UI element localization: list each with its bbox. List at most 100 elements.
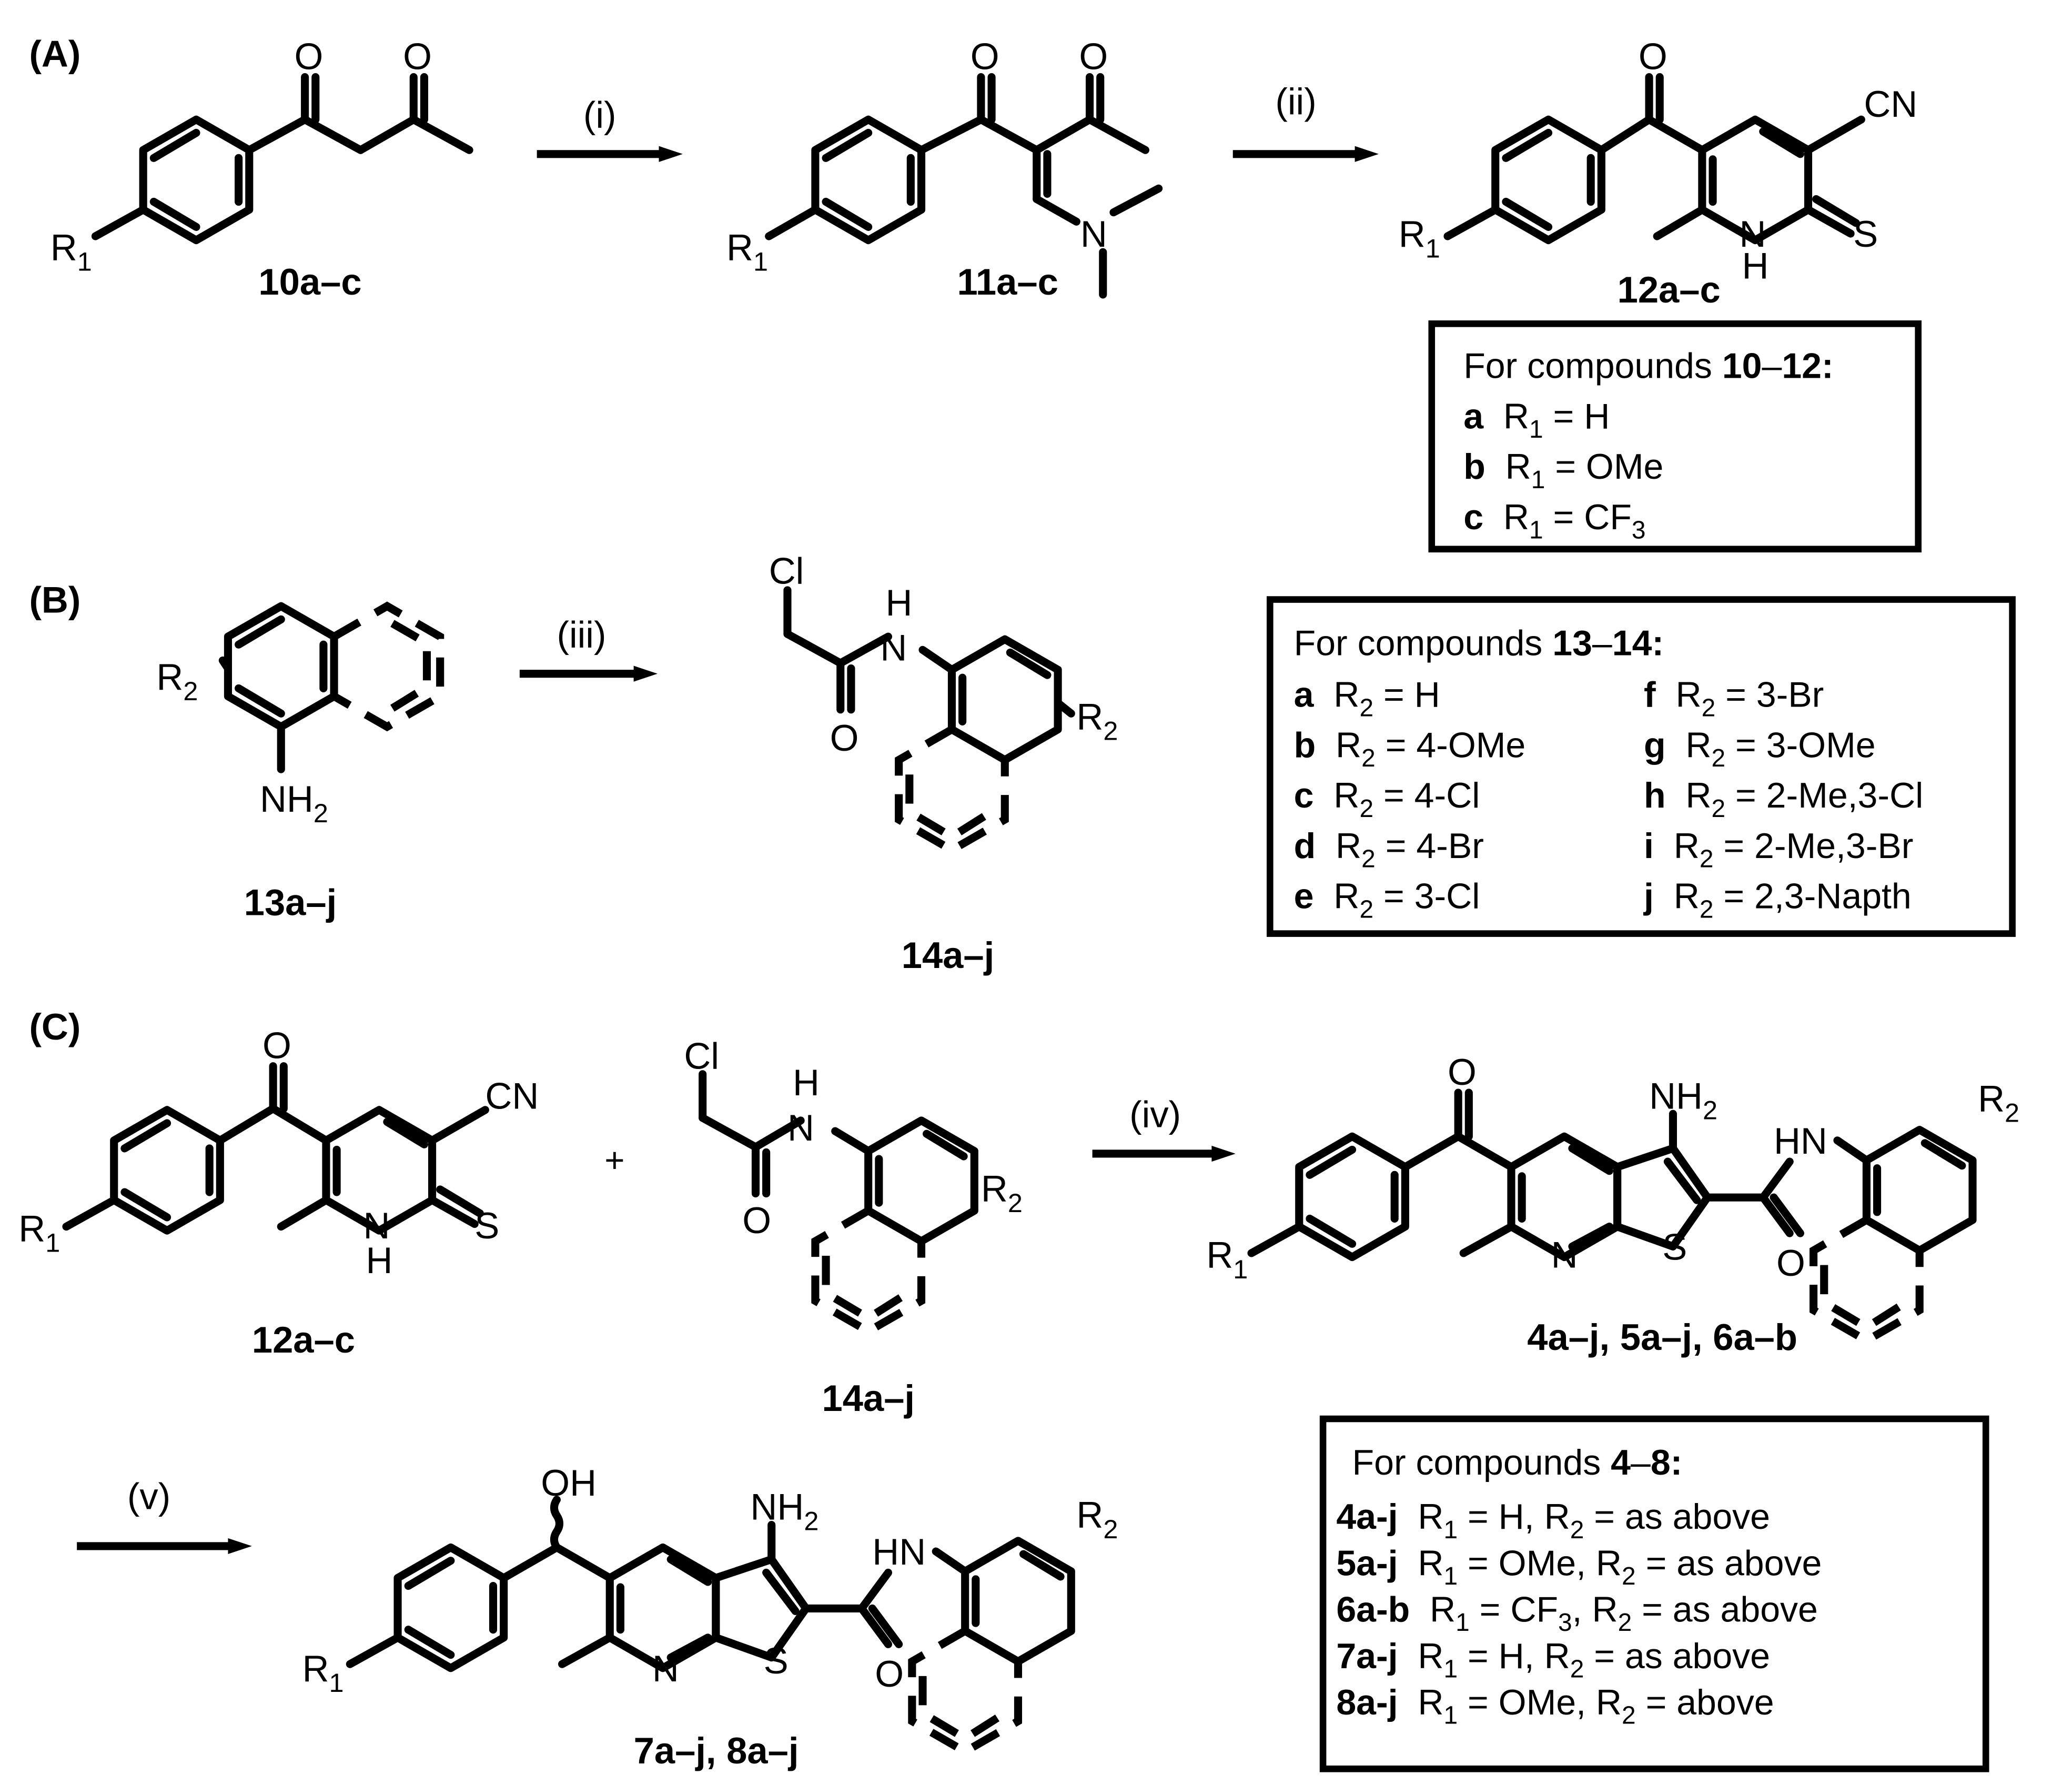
atom-nh2: NH2 bbox=[750, 1486, 818, 1536]
atom-o: O bbox=[830, 717, 859, 759]
atom-r2: R2 bbox=[1978, 1077, 2019, 1127]
compound-label-13: 13a–j bbox=[244, 881, 337, 923]
atom-nh2: NH2 bbox=[260, 778, 328, 828]
atom-r2: R2 bbox=[1076, 1494, 1118, 1544]
structure-14-c bbox=[699, 1070, 978, 1336]
step-label-ii: (ii) bbox=[1275, 80, 1316, 122]
compound-label-11: 11a–c bbox=[957, 261, 1058, 302]
arrowhead bbox=[633, 665, 658, 682]
structure-12 bbox=[1443, 73, 1865, 245]
arrowhead bbox=[1211, 1145, 1236, 1162]
legend-row-c-6a-b: 6a-b R1 = CF3, R2 = as above bbox=[1336, 1590, 1818, 1637]
atom-o: O bbox=[1079, 35, 1108, 77]
atom-s: S bbox=[1662, 1226, 1687, 1268]
atom-s: S bbox=[1853, 213, 1878, 255]
atom-n: N bbox=[1739, 213, 1766, 255]
step-label-iii: (iii) bbox=[557, 613, 606, 655]
legend-row-c-5a-j: 5a-j R1 = OMe, R2 = as above bbox=[1336, 1543, 1822, 1590]
compound-label-14: 14a–j bbox=[902, 934, 995, 976]
legend-title: For compounds 4–8: bbox=[1352, 1443, 1683, 1483]
structure-14 bbox=[783, 586, 1075, 855]
atom-r1: R1 bbox=[302, 1648, 344, 1698]
structure-10 bbox=[91, 73, 473, 245]
structure-4-6 bbox=[1247, 1088, 1977, 1346]
atom-n: N bbox=[787, 1107, 814, 1148]
legend-box-4-8 bbox=[1319, 1415, 1989, 1772]
arrowhead bbox=[659, 146, 683, 162]
atom-h: H bbox=[793, 1062, 820, 1103]
atom-s: S bbox=[764, 1640, 789, 1681]
legend-row-b-e: e R2 = 3-Cl bbox=[1294, 876, 1480, 924]
atom-o: O bbox=[875, 1653, 904, 1695]
legend-title: For compounds 10–12: bbox=[1463, 346, 1833, 386]
atom-r2: R2 bbox=[1076, 696, 1118, 746]
atom-cl: Cl bbox=[769, 550, 804, 591]
legend-box-10-12 bbox=[1428, 320, 1922, 553]
atom-n: N bbox=[880, 627, 907, 668]
atom-n: N bbox=[1551, 1234, 1578, 1276]
atom-hn: HN bbox=[872, 1531, 926, 1572]
compound-label-7-8: 7a–j, 8a–j bbox=[634, 1730, 799, 1771]
structure-12-c bbox=[62, 1062, 489, 1235]
legend-row-c-7a-j: 7a-j R1 = H, R2 = as above bbox=[1336, 1636, 1770, 1683]
structure-11 bbox=[765, 73, 1163, 299]
atom-o: O bbox=[262, 1025, 291, 1066]
legend-row-b-b: b R2 = 4-OMe bbox=[1294, 725, 1526, 772]
atom-h: H bbox=[885, 582, 912, 623]
atom-o: O bbox=[1639, 35, 1667, 77]
atom-o: O bbox=[1776, 1242, 1805, 1284]
atom-r2: R2 bbox=[156, 656, 198, 706]
compound-label-14-c: 14a–j bbox=[822, 1377, 915, 1419]
step-label-v: (v) bbox=[127, 1475, 170, 1517]
atom-r1: R1 bbox=[1206, 1234, 1248, 1284]
atom-n: N bbox=[1080, 213, 1107, 255]
legend-title: For compounds 13–14: bbox=[1294, 623, 1664, 663]
atom-o: O bbox=[742, 1199, 771, 1241]
atom-r2: R2 bbox=[981, 1168, 1023, 1218]
legend-row-b-f: f R2 = 3-Br bbox=[1644, 675, 1824, 722]
atom-h: H bbox=[1742, 245, 1768, 287]
legend-row-c-8a-j: 8a-j R1 = OMe, R2 = above bbox=[1336, 1682, 1774, 1730]
atom-o: O bbox=[1448, 1051, 1477, 1093]
legend-box-13-14 bbox=[1267, 596, 2016, 937]
panel-label-c: (C) bbox=[29, 1006, 80, 1047]
atom-h: H bbox=[366, 1239, 393, 1281]
atom-cn: CN bbox=[485, 1075, 539, 1116]
arrowhead bbox=[1355, 146, 1379, 162]
step-label-iv: (iv) bbox=[1129, 1094, 1181, 1135]
compound-label-12-c: 12a–c bbox=[252, 1319, 355, 1360]
compound-label-10: 10a–c bbox=[258, 261, 361, 302]
atom-r1: R1 bbox=[18, 1207, 60, 1257]
atom-r1: R1 bbox=[726, 226, 768, 276]
panel-label-a: (A) bbox=[29, 33, 80, 74]
atom-hn: HN bbox=[1774, 1120, 1827, 1162]
legend-row-a-b: b R1 = OMe bbox=[1463, 447, 1663, 494]
atom-r1: R1 bbox=[1399, 213, 1440, 263]
legend-row-b-g: g R2 = 3-OMe bbox=[1644, 725, 1876, 772]
atom-nh2: NH2 bbox=[1649, 1075, 1717, 1125]
structure-13 bbox=[218, 601, 444, 773]
atom-o: O bbox=[294, 35, 323, 77]
legend-row-b-a: a R2 = H bbox=[1294, 675, 1440, 722]
atom-r1: R1 bbox=[50, 226, 92, 276]
legend-row-b-c: c R2 = 4-Cl bbox=[1294, 775, 1480, 823]
structure-7-8 bbox=[346, 1496, 1075, 1757]
legend-row-a-c: c R1 = CF3 bbox=[1463, 497, 1645, 544]
atom-oh: OH bbox=[541, 1462, 597, 1504]
atom-cl: Cl bbox=[684, 1035, 719, 1077]
atom-n: N bbox=[652, 1648, 679, 1689]
plus-sign: + bbox=[604, 1141, 624, 1179]
panel-label-b: (B) bbox=[29, 579, 80, 621]
legend-row-b-d: d R2 = 4-Br bbox=[1294, 826, 1484, 873]
atom-o: O bbox=[403, 35, 432, 77]
legend-row-a-a: a R1 = H bbox=[1463, 396, 1610, 443]
arrowhead bbox=[228, 1538, 252, 1555]
legend-row-c-4a-j: 4a-j R1 = H, R2 = as above bbox=[1336, 1497, 1770, 1544]
step-label-i: (i) bbox=[583, 94, 616, 135]
compound-label-12: 12a–c bbox=[1618, 269, 1721, 310]
legend-row-b-j: j R2 = 2,3-Napth bbox=[1643, 876, 1912, 924]
